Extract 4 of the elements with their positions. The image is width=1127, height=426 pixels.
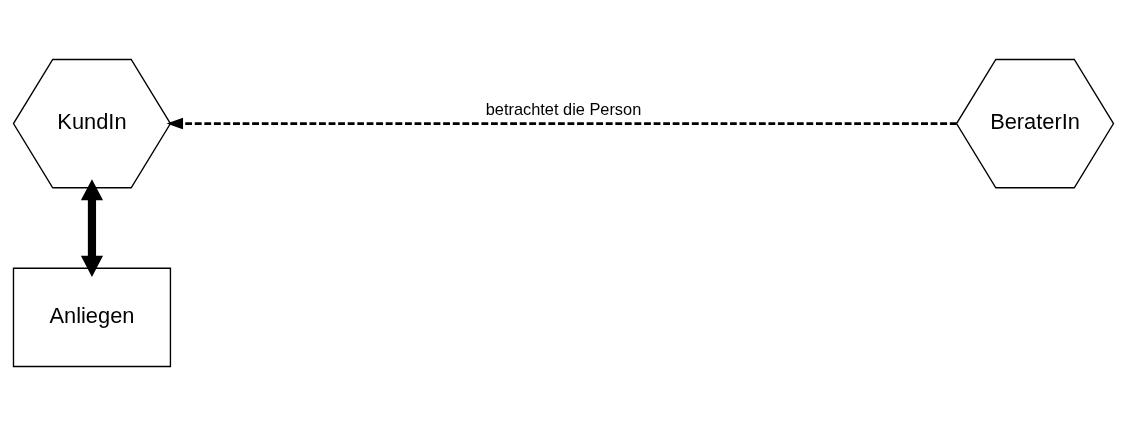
arrow [166, 117, 957, 130]
node-box: Anliegen [12, 267, 172, 368]
arrow [80, 179, 104, 277]
edge-label: betrachtet die Person [485, 99, 642, 118]
